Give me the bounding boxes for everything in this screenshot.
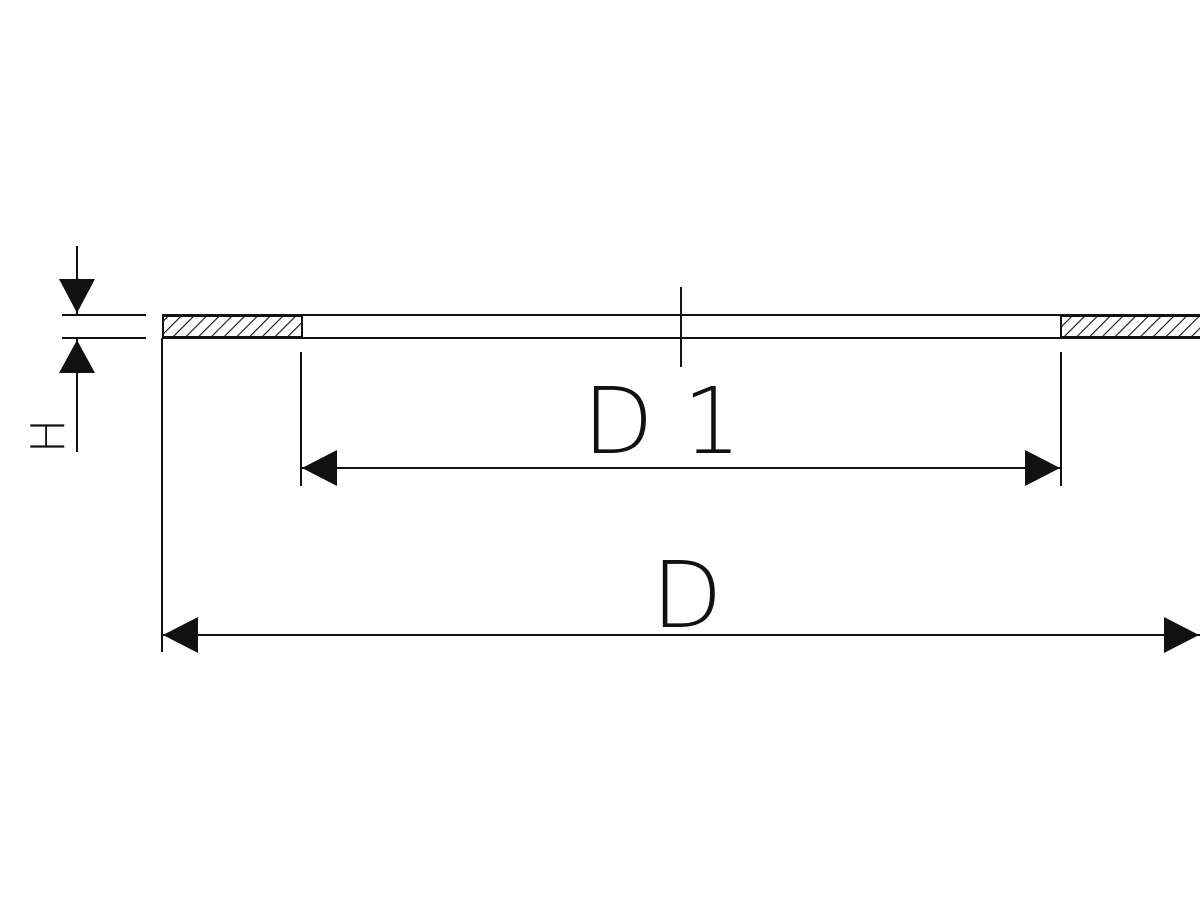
d1-arrowhead-right bbox=[1025, 450, 1060, 486]
d1-arrowhead-left bbox=[302, 450, 337, 486]
inner-diameter-label: D 1 bbox=[583, 368, 742, 475]
washer-section bbox=[162, 314, 1200, 339]
hatched-section-left bbox=[162, 315, 303, 338]
arrowhead-up bbox=[59, 340, 95, 373]
thickness-dimension bbox=[59, 246, 146, 452]
outer-diameter-label: D bbox=[652, 542, 723, 649]
outer-diameter-dimension bbox=[161, 338, 1200, 653]
arrowhead-down bbox=[59, 279, 95, 313]
d-arrowhead-right bbox=[1164, 617, 1199, 653]
inner-diameter-dimension bbox=[300, 352, 1062, 486]
hatched-section-right bbox=[1060, 315, 1200, 338]
d-arrowhead-left bbox=[163, 617, 198, 653]
thickness-label: H bbox=[21, 419, 75, 454]
